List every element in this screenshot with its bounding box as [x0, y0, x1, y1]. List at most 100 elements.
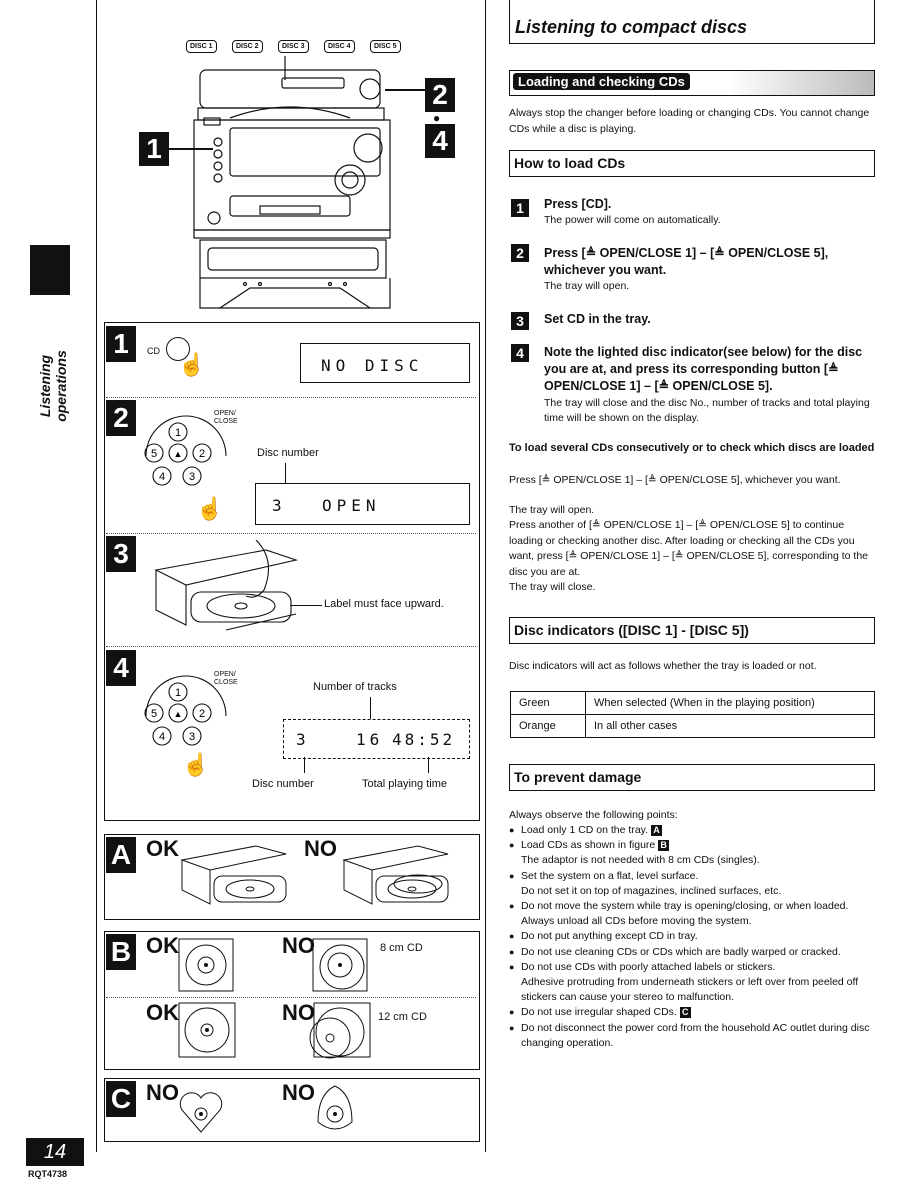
- fig-b-no-8cm: NO: [282, 933, 315, 958]
- step-4-body: The tray will close and the disc No., nu…: [544, 397, 870, 424]
- step4-badge: 4: [106, 650, 136, 686]
- svg-text:▲: ▲: [174, 449, 183, 459]
- disc-number-leader: [304, 757, 305, 773]
- step-divider: [106, 533, 476, 534]
- callout-1-badge: 1: [139, 132, 169, 166]
- time-leader: [428, 757, 429, 773]
- svg-text:▲: ▲: [174, 709, 183, 719]
- callout-1-leader: [169, 148, 213, 150]
- list-item: Do not put anything except CD in tray.: [509, 929, 875, 944]
- fig-b-8cm-label: 8 cm CD: [380, 942, 423, 954]
- step-2-body: The tray will open.: [544, 280, 630, 292]
- heart-shaped-cd-icon: [179, 1092, 223, 1133]
- disc-number-label: Disc number: [257, 447, 319, 459]
- svg-text:4: 4: [159, 731, 165, 743]
- disc-1-button: DISC 1: [186, 40, 217, 53]
- figure-ref-b: B: [658, 839, 670, 851]
- pointing-hand-icon: ☝: [178, 352, 206, 377]
- tracks-leader: [370, 697, 371, 719]
- fig-a-ok: OK: [146, 836, 179, 861]
- figure-a-panel: [104, 834, 480, 920]
- several-body-2: The tray will open.: [509, 504, 595, 516]
- prevent-damage-title: To prevent damage: [509, 764, 875, 791]
- label-note-leader: [290, 605, 322, 606]
- fig-b-no-8cm-disc-icon: [312, 938, 368, 992]
- side-tab-block: [30, 245, 70, 295]
- fig-b-ok-12cm: OK: [146, 1000, 179, 1025]
- total-time-label: Total playing time: [362, 778, 447, 790]
- figure-b-badge: B: [106, 934, 136, 970]
- side-tab-label: Listening operations: [37, 350, 69, 422]
- cd-button-label: CD: [147, 346, 160, 356]
- list-item: Do not use CDs with poorly attached labe…: [509, 960, 875, 975]
- disc-button-row: DISC 1 DISC 2 DISC 3 DISC 4 DISC 5: [186, 40, 416, 56]
- fig-c-no-irregular: NO: [282, 1080, 315, 1105]
- fig-b-no-12cm-disc-icon: [309, 1002, 371, 1059]
- list-item-note: Adhesive protruding from underneath stic…: [521, 976, 859, 1004]
- callout-bullet: ●: [433, 111, 441, 125]
- indicator-meaning-cell: When selected (When in the playing posit…: [585, 691, 875, 715]
- fig-b-ok-8cm-disc-icon: [178, 938, 234, 992]
- step-1-badge: 1: [511, 199, 529, 217]
- pointing-hand-icon: ☝: [182, 752, 210, 777]
- list-item: Load CDs as shown in figure B: [509, 838, 875, 854]
- fig-a-no: NO: [304, 836, 337, 861]
- disc-number-label: Disc number: [252, 778, 314, 790]
- model-code: RQT4738: [28, 1169, 68, 1179]
- svg-text:2: 2: [199, 448, 205, 460]
- main-title: Listening to compact discs: [515, 17, 748, 37]
- step2-display-disc: 3: [272, 496, 286, 515]
- table-row: Orange In all other cases: [510, 714, 875, 738]
- label-note: Label must face upward.: [324, 598, 444, 610]
- list-item: Do not disconnect the power cord from th…: [509, 1021, 875, 1051]
- pointing-hand-icon: ☝: [196, 496, 224, 521]
- main-title-frame: [509, 0, 875, 44]
- several-title: To load several CDs consecutively or to …: [509, 442, 875, 454]
- stereo-unit-illustration: [193, 56, 391, 309]
- disc-indicators-intro: Disc indicators will act as follows whet…: [509, 660, 817, 672]
- step2-badge: 2: [106, 400, 136, 436]
- svg-text:4: 4: [159, 471, 165, 483]
- step-3-badge: 3: [511, 312, 529, 330]
- fig-a-no-tray-illustration: [342, 845, 449, 905]
- section-title: Loading and checking CDs: [513, 73, 690, 90]
- list-item-note: Do not set it on top of magazines, incli…: [521, 884, 782, 897]
- step2-display: 3 OPEN: [255, 483, 470, 525]
- fig-b-ok-12cm-disc-icon: [178, 1002, 236, 1058]
- cd-button-icon: [166, 337, 190, 361]
- step1-badge: 1: [106, 326, 136, 362]
- step-2-badge: 2: [511, 244, 529, 262]
- indicator-meaning-cell: In all other cases: [585, 714, 875, 738]
- tracks-label: Number of tracks: [313, 681, 397, 693]
- damage-point-text: Do not use irregular shaped CDs.: [521, 1006, 677, 1019]
- svg-text:5: 5: [151, 448, 157, 460]
- prevent-damage-intro: Always observe the following points:: [509, 809, 678, 821]
- step-divider: [106, 646, 476, 647]
- damage-point-text: Load only 1 CD on the tray.: [521, 824, 649, 836]
- steps-panel: [104, 322, 480, 821]
- step4-display-disc: 3: [296, 730, 310, 749]
- step-2-title: Press [≜ OPEN/CLOSE 1] – [≜ OPEN/CLOSE 5…: [544, 246, 829, 277]
- disc-2-button: DISC 2: [232, 40, 263, 53]
- disc-indicators-title: Disc indicators ([DISC 1] - [DISC 5]): [509, 617, 875, 644]
- several-body-4: The tray will close.: [509, 581, 596, 593]
- step-1-body: The power will come on automatically.: [544, 214, 721, 226]
- disc-5-button: DISC 5: [370, 40, 401, 53]
- disc-indicator-table: Green When selected (When in the playing…: [510, 691, 875, 738]
- list-item: Load only 1 CD on the tray. A: [509, 823, 875, 838]
- disc-number-leader: [285, 463, 286, 483]
- step-divider: [106, 397, 476, 398]
- list-item-note: The adaptor is not needed with 8 cm CDs …: [521, 854, 760, 867]
- fig-a-ok-tray-illustration: [180, 845, 287, 905]
- prevent-damage-list: Load only 1 CD on the tray. A Load CDs a…: [509, 823, 875, 1051]
- figure-c-panel: [104, 1078, 480, 1142]
- figure-ref-a: A: [650, 824, 662, 836]
- several-body-3: Press another of [≜ OPEN/CLOSE 1] – [≜ O…: [509, 519, 868, 578]
- svg-text:2: 2: [199, 708, 205, 720]
- svg-text:1: 1: [175, 687, 181, 699]
- list-item: Do not use cleaning CDs or CDs which are…: [509, 945, 875, 960]
- callout-4-badge: 4: [425, 124, 455, 158]
- step1-display: NO DISC: [300, 343, 470, 383]
- step-4-badge: 4: [511, 344, 529, 362]
- step2-display-text: OPEN: [322, 496, 381, 515]
